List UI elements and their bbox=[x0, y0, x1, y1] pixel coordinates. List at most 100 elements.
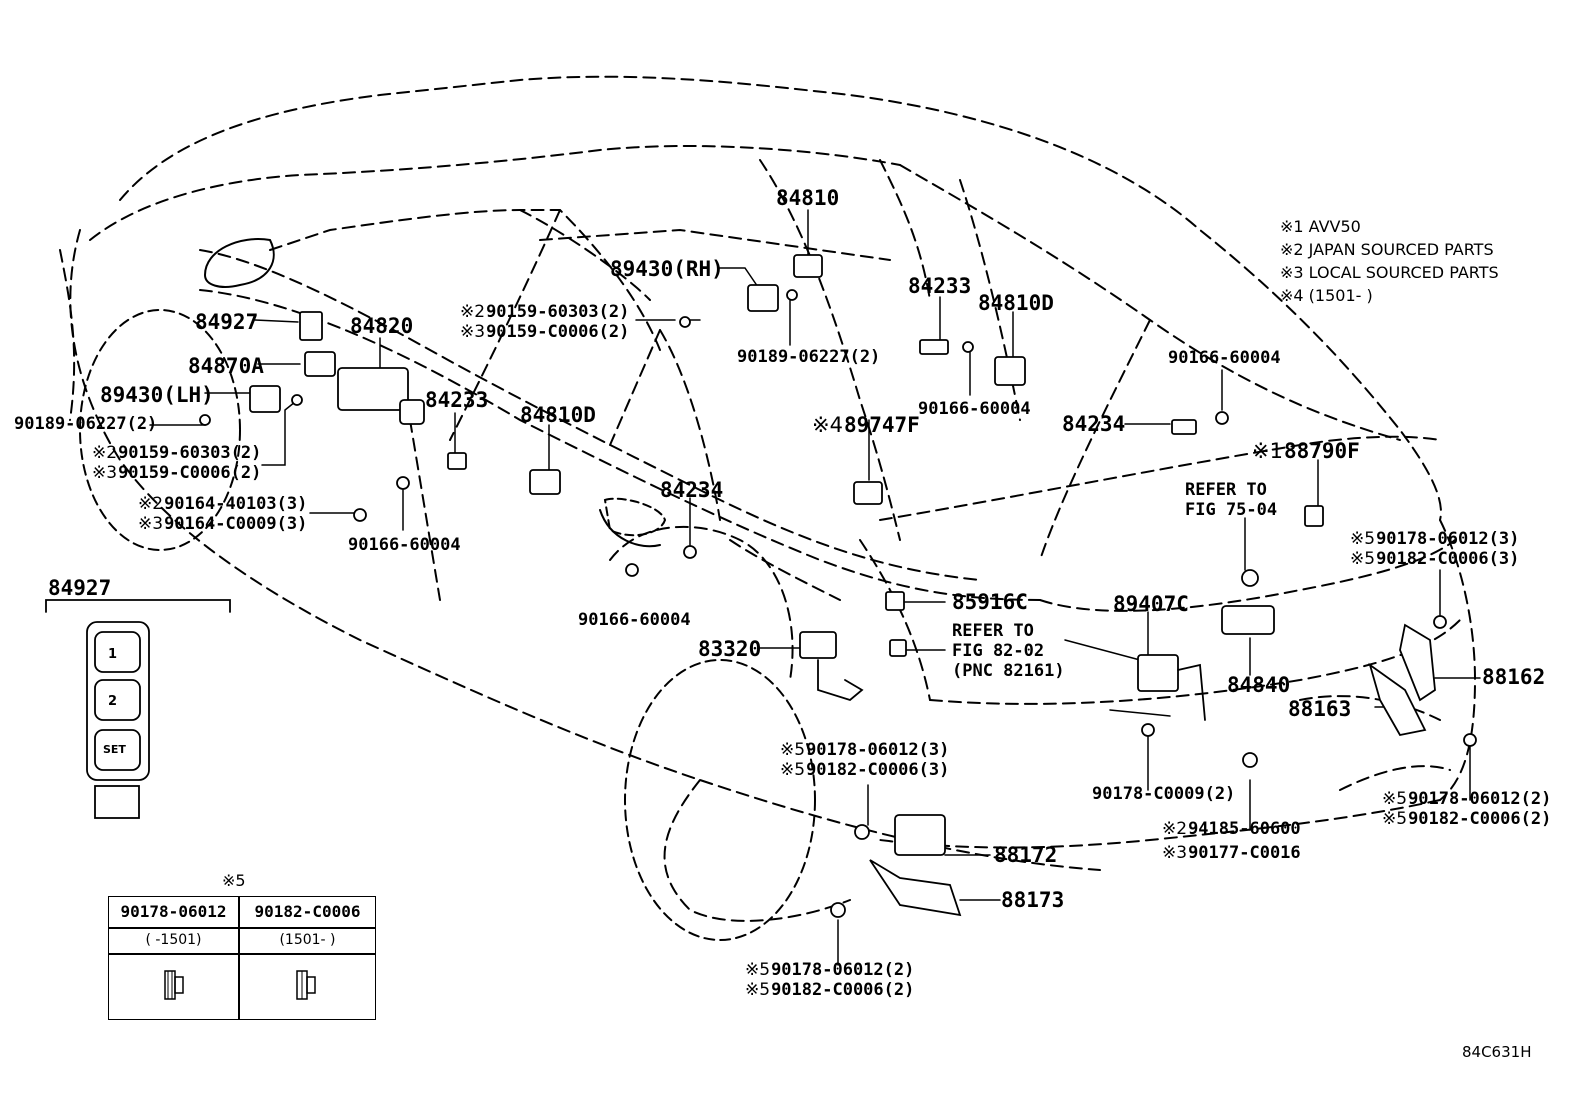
part-number: 90182-C0006(3) bbox=[1376, 549, 1520, 569]
mark-2: ※2 bbox=[460, 302, 486, 322]
mark-3: ※3 bbox=[1162, 843, 1188, 863]
part-84840 bbox=[1221, 605, 1275, 635]
table-divider-h2 bbox=[109, 953, 375, 955]
mark-3: ※3 bbox=[460, 322, 486, 342]
note-3: ※3 LOCAL SOURCED PARTS bbox=[1280, 263, 1499, 282]
table5-mark: ※5 bbox=[222, 871, 246, 890]
grommet-icon bbox=[1241, 569, 1259, 587]
part-89407c-link bbox=[1177, 663, 1206, 721]
label-90177: ※390177-C0016 bbox=[1162, 845, 1301, 862]
label-84810: 84810 bbox=[776, 186, 840, 210]
inset-title: 84927 bbox=[48, 576, 112, 600]
part-85916c bbox=[885, 591, 905, 611]
memory-button-2-label: 2 bbox=[108, 694, 118, 709]
label-refer-82-b: FIG 82-02 bbox=[952, 641, 1045, 661]
part-84870a bbox=[304, 351, 336, 377]
mark-2: ※2 bbox=[138, 494, 164, 514]
label-84927: 84927 bbox=[195, 310, 259, 334]
label-refer-82-a: REFER TO bbox=[952, 621, 1034, 641]
part-89430-lh bbox=[249, 385, 281, 413]
label-90189-left: 90189-06227(2) bbox=[14, 414, 158, 434]
label-84840: 84840 bbox=[1227, 673, 1291, 697]
set-button bbox=[94, 729, 141, 771]
label-89407c: 89407C bbox=[1113, 592, 1189, 616]
mark-5: ※5 bbox=[745, 980, 771, 1000]
memory-button-1 bbox=[94, 631, 141, 673]
screw-icon bbox=[679, 316, 691, 328]
part-number: 89747F bbox=[843, 413, 920, 437]
label-84234-mid: 84234 bbox=[660, 478, 724, 502]
label-88790f: ※188790F bbox=[1252, 441, 1360, 462]
label-84870a: 84870A bbox=[188, 354, 264, 378]
label-90189-mid: 90189-06227(2) bbox=[737, 347, 881, 367]
note-4: ※4 (1501- ) bbox=[1280, 286, 1373, 305]
part-88172 bbox=[894, 814, 946, 856]
part-84820-connector bbox=[399, 399, 425, 425]
part-number: 90182-C0006(3) bbox=[806, 760, 950, 780]
part-number: 90178-06012(3) bbox=[1376, 529, 1520, 549]
label-85916c: 85916C bbox=[952, 590, 1028, 614]
label-84233-top: 84233 bbox=[908, 274, 972, 298]
mark-5: ※5 bbox=[1350, 549, 1376, 569]
label-refer-82-c: (PNC 82161) bbox=[952, 661, 1065, 681]
label-90166-mid: 90166-60004 bbox=[578, 610, 691, 630]
label-90182-c0006-b: ※590182-C0006(3) bbox=[780, 762, 949, 779]
part-83320-arm bbox=[817, 659, 864, 702]
part-number: 90164-C0009(3) bbox=[164, 514, 308, 534]
part-84234-right bbox=[1171, 419, 1197, 435]
screw-icon bbox=[625, 563, 639, 577]
label-90182-c0006-a: ※590182-C0006(3) bbox=[1350, 551, 1519, 568]
car-solid-details bbox=[79, 238, 816, 941]
label-90166-left: 90166-60004 bbox=[348, 535, 461, 555]
fastener-table: 90178-06012 90182-C0006 ( -1501) (1501- … bbox=[108, 896, 376, 1020]
part-84810 bbox=[793, 254, 823, 278]
nut-icon bbox=[854, 824, 870, 840]
part-number: 90159-C0006(2) bbox=[118, 463, 262, 483]
screw-icon bbox=[962, 341, 974, 353]
label-90182-c0006-c: ※590182-C0006(2) bbox=[1382, 811, 1551, 828]
table-header-2: 90182-C0006 bbox=[254, 902, 361, 921]
screw-icon bbox=[683, 545, 697, 559]
part-number: 90182-C0006(2) bbox=[1408, 809, 1552, 829]
part-number: 90178-06012(2) bbox=[1408, 789, 1552, 809]
mark-2: ※2 bbox=[1162, 819, 1188, 839]
part-number: 94185-60600 bbox=[1188, 819, 1301, 839]
part-84810d-mid bbox=[529, 469, 561, 495]
label-84810d-mid: 84810D bbox=[520, 403, 596, 427]
label-90159-c0006-mid: ※390159-C0006(2) bbox=[460, 324, 629, 341]
memory-button-1-label: 1 bbox=[108, 647, 118, 662]
set-button-label: SET bbox=[103, 743, 126, 756]
nut-icon bbox=[1463, 733, 1477, 747]
label-89430-lh: 89430(LH) bbox=[100, 383, 214, 407]
part-number: 90159-60303(2) bbox=[118, 443, 262, 463]
label-90178-06012-b: ※590178-06012(3) bbox=[780, 742, 949, 759]
label-84820: 84820 bbox=[350, 314, 414, 338]
part-88790f bbox=[1304, 505, 1324, 527]
label-83320: 83320 bbox=[698, 637, 762, 661]
label-88163: 88163 bbox=[1288, 697, 1352, 721]
part-number: 90177-C0016 bbox=[1188, 843, 1301, 863]
mark-5: ※5 bbox=[745, 960, 771, 980]
leader-lines bbox=[149, 209, 1481, 966]
car-body-outline bbox=[59, 75, 1477, 922]
components bbox=[199, 254, 1477, 918]
mark-2: ※2 bbox=[92, 443, 118, 463]
nut-icon bbox=[296, 970, 316, 1000]
label-90164-c0009: ※390164-C0009(3) bbox=[138, 516, 307, 533]
part-84927 bbox=[299, 311, 323, 341]
mark-1: ※1 bbox=[1252, 439, 1283, 463]
nut-icon bbox=[1242, 752, 1258, 768]
part-88163 bbox=[1368, 662, 1427, 737]
part-84233-top bbox=[919, 339, 949, 355]
label-84233-mid: 84233 bbox=[425, 388, 489, 412]
mark-5: ※5 bbox=[780, 760, 806, 780]
part-89430-rh bbox=[747, 284, 779, 312]
note-1: ※1 AVV50 bbox=[1280, 217, 1361, 236]
mark-3: ※3 bbox=[92, 463, 118, 483]
label-90159-c0006-left: ※390159-C0006(2) bbox=[92, 465, 261, 482]
part-number: 90164-40103(3) bbox=[164, 494, 308, 514]
nut-with-flange-icon bbox=[164, 970, 184, 1000]
label-90178-06012-c: ※590178-06012(2) bbox=[1382, 791, 1551, 808]
mark-5: ※5 bbox=[1350, 529, 1376, 549]
